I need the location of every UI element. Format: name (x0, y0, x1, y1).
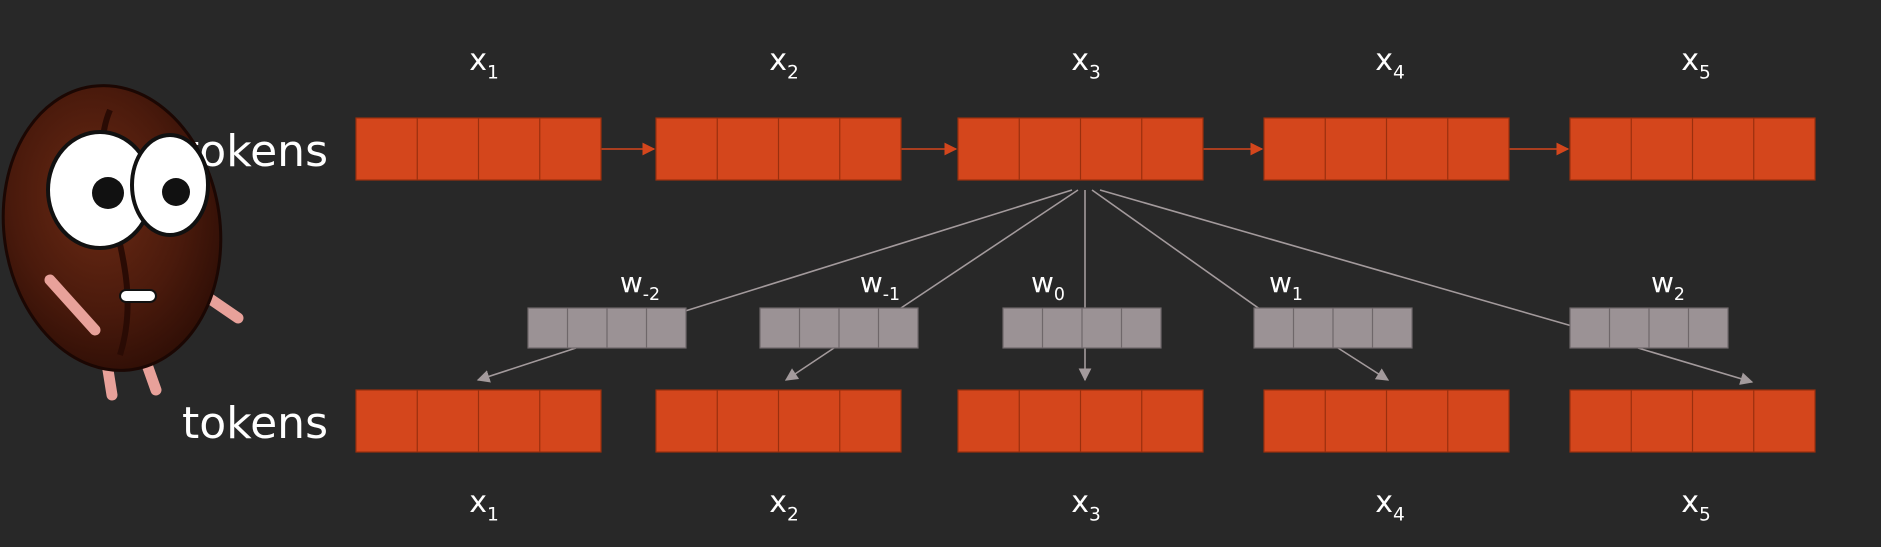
bottom-token-label: x3 (1071, 485, 1101, 525)
top-token-label: x3 (1071, 43, 1101, 83)
top-token-label: x2 (769, 43, 799, 83)
weighted-output-arrow (1337, 347, 1390, 381)
top-token-block (1263, 117, 1510, 181)
top-token-block (355, 117, 602, 181)
weight-block (1002, 307, 1162, 349)
bottom-token-label: x4 (1375, 485, 1405, 525)
bottom-token-block (957, 389, 1204, 453)
top-token-label: x5 (1681, 43, 1711, 83)
bottom-token-label: x1 (469, 485, 499, 525)
top-token-block (655, 117, 902, 181)
attention-line (894, 189, 1079, 313)
attention-line (681, 189, 1073, 313)
weight-block (1569, 307, 1729, 349)
top-token-block (1569, 117, 1816, 181)
weighted-output-arrow (1637, 347, 1754, 385)
weight-label: w2 (1651, 266, 1685, 305)
coffee-bean-mascot-icon (1, 84, 244, 401)
row-label-bottom: tokens (182, 398, 328, 449)
weight-label: w0 (1031, 266, 1065, 305)
weight-label: w-1 (860, 266, 900, 305)
weight-block (1253, 307, 1413, 349)
connector-lines (476, 142, 1754, 385)
weight-block (759, 307, 919, 349)
blocks-layer (355, 117, 1816, 453)
top-token-label: x4 (1375, 43, 1405, 83)
weight-label: w1 (1269, 266, 1303, 305)
bottom-token-label: x5 (1681, 485, 1711, 525)
weight-label: w-2 (620, 266, 660, 305)
bottom-token-block (355, 389, 602, 453)
bottom-token-block (1569, 389, 1816, 453)
labels-layer: x1 x2 x3 x4 x5 x1 x2 x3 x4 x5 w-2 w-1 w0 w1 w2 (469, 43, 1711, 525)
top-token-label: x1 (469, 43, 499, 83)
bottom-token-block (1263, 389, 1510, 453)
top-token-block (957, 117, 1204, 181)
weighted-output-arrow (784, 347, 835, 381)
weight-block (527, 307, 687, 349)
bottom-token-block (655, 389, 902, 453)
weighted-output-arrow (476, 347, 577, 383)
attention-line (1099, 189, 1573, 327)
attention-line (1091, 189, 1279, 323)
bottom-token-label: x2 (769, 485, 799, 525)
